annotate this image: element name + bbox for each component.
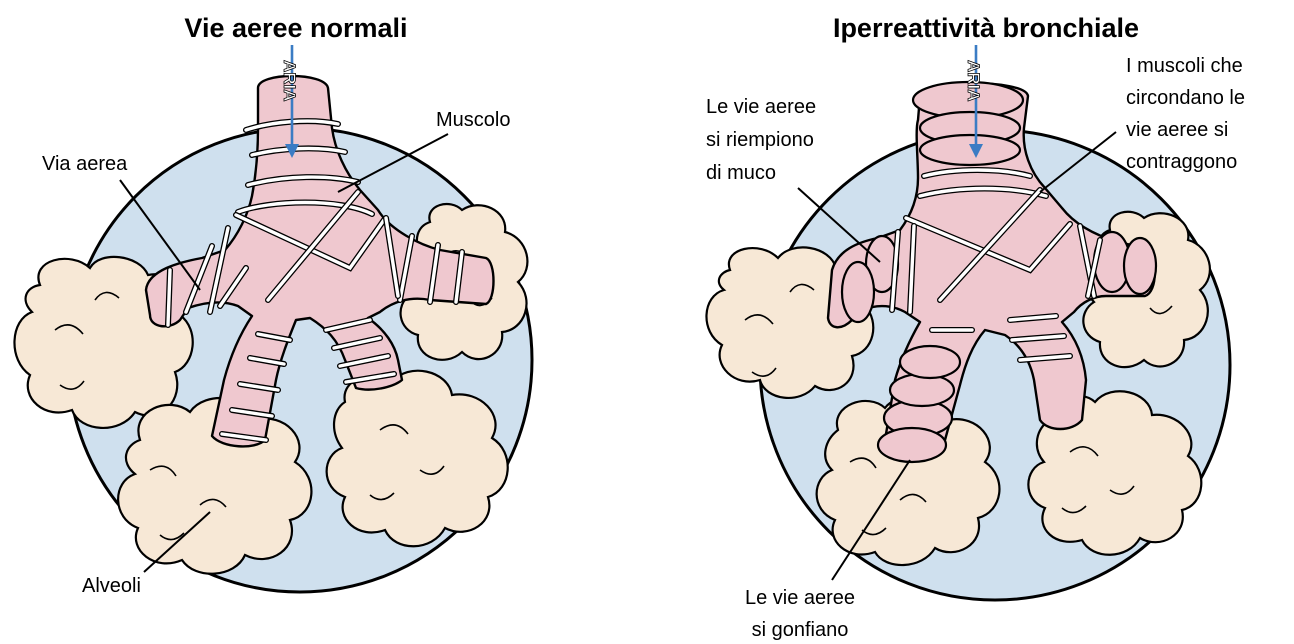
air-label: ARIA <box>280 60 299 102</box>
muscles-label-line-1: I muscoli che <box>1126 55 1243 77</box>
alveoli-label: Alveoli <box>82 575 141 597</box>
hyperreactivity-title: Iperreattività bronchiale <box>833 13 1139 43</box>
mucus-label-line-1: Le vie aeree <box>706 96 816 118</box>
hyperreactivity-panel: Iperreattività bronchiale <box>706 13 1245 641</box>
muscles-label-line-4: contraggono <box>1126 151 1237 173</box>
mucus-label-line-2: si riempiono <box>706 129 814 151</box>
swelling-label-line-2: si gonfiano <box>752 619 849 641</box>
mucus-label-line-3: di muco <box>706 162 776 184</box>
airway-label: Via aerea <box>42 153 128 175</box>
air-label: ARIA <box>964 60 983 102</box>
normal-airways-title: Vie aeree normali <box>184 13 407 43</box>
normal-airways-panel: Vie aeree normali <box>14 13 532 597</box>
muscles-label-line-3: vie aeree si <box>1126 119 1228 141</box>
muscle-label: Muscolo <box>436 109 510 131</box>
swelling-label-line-1: Le vie aeree <box>745 587 855 609</box>
muscles-label-line-2: circondano le <box>1126 87 1245 109</box>
